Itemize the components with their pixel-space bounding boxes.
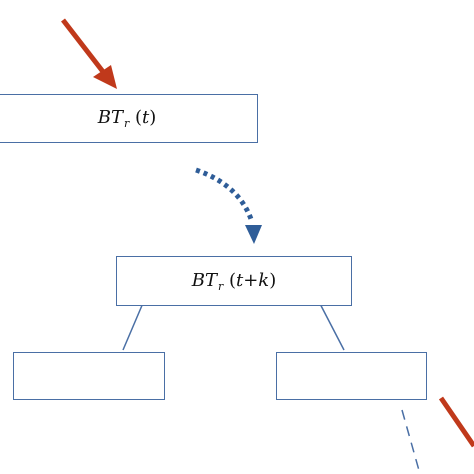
red-arrow-top xyxy=(61,18,117,89)
node-top-arg: t xyxy=(141,107,150,128)
node-top-label: BTr (t) xyxy=(97,107,157,130)
node-bottom-left xyxy=(13,352,165,400)
tree-edge-dashed xyxy=(401,409,421,474)
node-top: BTr (t) xyxy=(0,94,258,143)
node-middle-label: BTr (t+k) xyxy=(191,269,277,293)
node-middle-sub: r xyxy=(217,279,224,293)
node-middle-arg: t+k xyxy=(235,269,270,291)
dotted-arrow-middle xyxy=(195,167,262,244)
node-top-base: BT xyxy=(97,107,123,128)
red-arrow-bottom xyxy=(438,396,474,448)
node-middle: BTr (t+k) xyxy=(116,256,352,306)
node-middle-base: BT xyxy=(191,269,217,291)
node-bottom-right xyxy=(276,352,427,400)
node-top-sub: r xyxy=(123,117,130,130)
